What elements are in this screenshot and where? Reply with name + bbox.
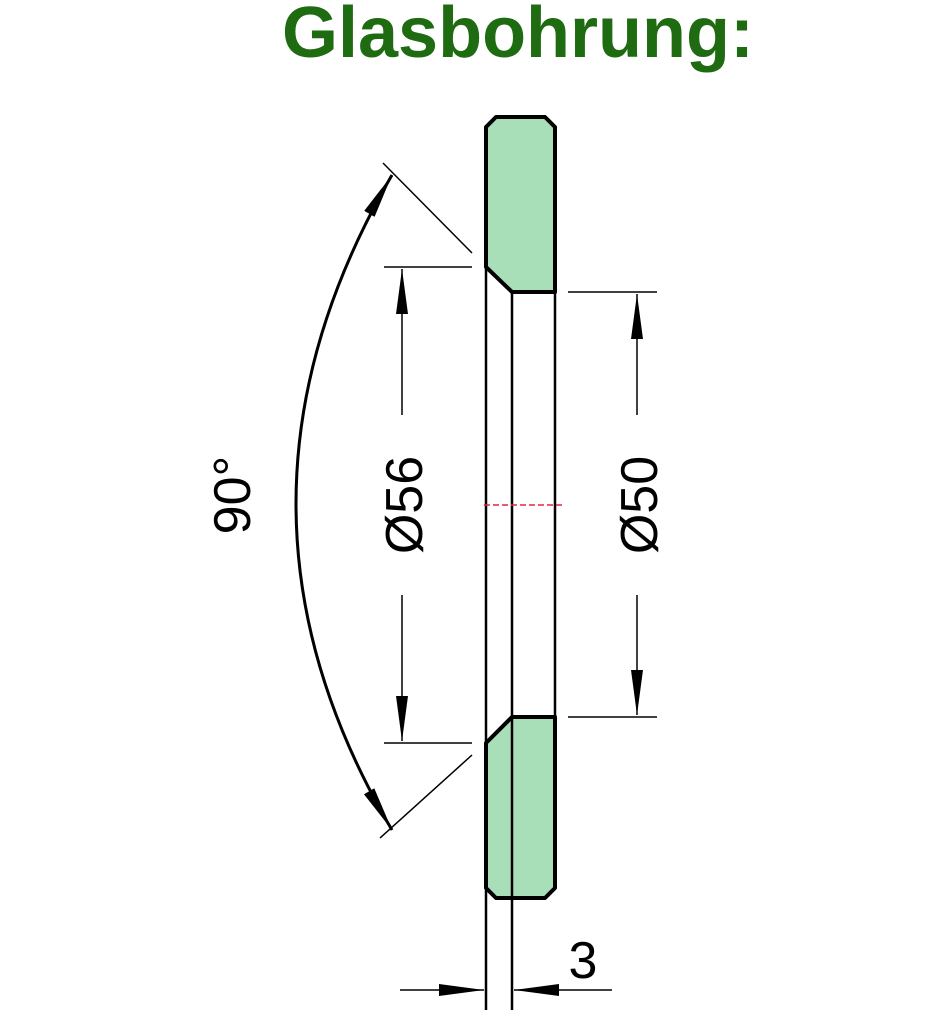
angle-arc	[294, 174, 394, 831]
inner-diameter-label: Ø50	[611, 456, 669, 554]
page-title: Glasbohrung:	[282, 0, 754, 73]
glass-section-bottom	[484, 715, 557, 900]
thickness-label: 3	[569, 932, 598, 990]
angle-label: 90°	[204, 456, 262, 535]
glass-section-top	[484, 115, 557, 294]
outer-diameter-label: Ø56	[376, 456, 434, 554]
